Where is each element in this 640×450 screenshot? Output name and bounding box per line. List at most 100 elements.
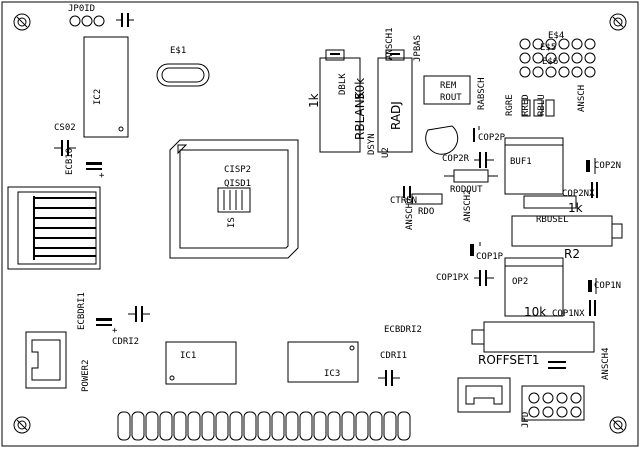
- ansch4-label: ANSCH4: [601, 347, 611, 380]
- mounting-hole-bottom-left: [13, 416, 31, 434]
- capacitor-cdri2: [128, 306, 150, 322]
- es6-label: E$6: [542, 57, 558, 67]
- capacitor-cop2r: [474, 152, 494, 168]
- cop1nx-label: COP1NX: [552, 309, 585, 319]
- capacitor-cop1nx: [589, 300, 596, 316]
- rgre-label: RGRE: [505, 94, 515, 116]
- cop2r-label: COP2R: [442, 154, 470, 164]
- ecbdri2-label: ECBDRI2: [384, 325, 422, 335]
- svg-text:+: +: [112, 326, 118, 336]
- rout-label: ROUT: [440, 93, 462, 103]
- dsyn-label: DSYN: [367, 133, 377, 155]
- roffset1-label: ROFFSET1: [478, 353, 540, 367]
- cdri1-label: CDRI1: [380, 351, 407, 361]
- cop2p-label: COP2P: [478, 133, 506, 143]
- capacitor-cop2nx: [591, 182, 598, 198]
- jpbas-label: JPBAS: [413, 35, 423, 62]
- left-connector: [7, 186, 101, 270]
- rdo-label: RDO: [418, 207, 434, 217]
- rem-label: REM: [440, 81, 457, 91]
- cop1n-label: COP1N: [594, 281, 621, 291]
- mounting-hole-top-right: [609, 13, 627, 31]
- ic2-chip: IC2: [83, 36, 129, 138]
- rbusel-label: RBUSEL: [536, 215, 569, 225]
- ic1-label: IC1: [180, 351, 196, 361]
- k10-label: 10k: [524, 305, 546, 319]
- cdri2-label: CDRI2: [112, 337, 139, 347]
- ctren-label: CTREN: [390, 196, 417, 206]
- svg-text:+: +: [99, 171, 105, 181]
- es4-label: E$4: [548, 31, 564, 41]
- jpd-label: JPD: [521, 412, 531, 428]
- resistor-rodout: RODOUT: [444, 169, 498, 195]
- resistors-rgb: [521, 99, 555, 117]
- cisp2-label: CISP2: [224, 165, 251, 175]
- power2-label: POWER2: [81, 359, 91, 392]
- cs02-label: CS02: [54, 123, 76, 133]
- capacitor-cop1n: [588, 278, 597, 294]
- k1b-label: 1k: [568, 201, 583, 215]
- resistor-r2: R2: [511, 215, 623, 261]
- transistor-round: [425, 125, 459, 155]
- bottom-pin-header: [117, 411, 411, 441]
- rblank-label: RBLANK: [353, 90, 367, 140]
- dblk-label: DBLK: [338, 73, 348, 95]
- mounting-hole-bottom-right: [609, 416, 627, 434]
- capacitor-cop2p: [473, 126, 480, 142]
- rred-label: RRED: [521, 94, 531, 116]
- svg-text:ANSCH2: ANSCH2: [463, 189, 473, 222]
- r2-label: R2: [564, 247, 580, 261]
- ansch-label: ANSCH: [577, 85, 587, 112]
- capacitor-top: [116, 13, 134, 27]
- capacitor-cs02: [54, 140, 76, 156]
- qisd1-label: QISD1: [224, 179, 251, 189]
- rabsch-label: RABSCH: [477, 77, 487, 110]
- cop1p-label: COP1P: [476, 252, 504, 262]
- power2-connector: POWER2: [25, 331, 91, 392]
- ecbdri1-label: ECBDRI1: [77, 292, 87, 330]
- ansch1-label: ANSCH1: [385, 27, 395, 60]
- cisp2-socket: CISP2 QISD1 IS: [169, 139, 299, 259]
- crystal-es1: E$1: [156, 46, 210, 87]
- capacitor-cop2n: [586, 158, 596, 174]
- ic3-label: IC3: [324, 369, 340, 379]
- op2-chip: OP2: [504, 257, 564, 317]
- cop2n-label: COP2N: [594, 161, 621, 171]
- jumper-jp0id: JP0ID: [68, 4, 105, 27]
- header-es4-es6: E$4 E$5 E$6: [519, 31, 596, 78]
- ecb10-label: ECB10: [65, 148, 75, 175]
- ic1-chip: IC1: [165, 341, 237, 385]
- k50-label: 50k: [353, 78, 367, 100]
- op2-label: OP2: [512, 277, 528, 287]
- resistor-roffset1: ROFFSET1: [471, 321, 595, 367]
- capacitor-cdri1: [378, 370, 400, 386]
- rodout-label: RODOUT: [450, 185, 483, 195]
- capacitor-ecbdri1: +: [96, 318, 118, 336]
- jumper-block-jpd: JPD: [521, 385, 585, 428]
- radj-label: RADJ: [389, 101, 403, 130]
- resistor-rbusel: 1k RBUSEL: [523, 195, 583, 225]
- resistor-array-rem-rout: REM ROUT RABSCH: [423, 75, 487, 110]
- mounting-hole-top-left: [13, 13, 31, 31]
- resistor-rdo: RDO: [411, 193, 443, 217]
- es1-label: E$1: [170, 46, 186, 56]
- capacitor-small-roffset: [548, 361, 566, 369]
- cop2nx-label: COP2NX: [562, 189, 595, 199]
- potentiometer-1k: 1k DBLK RBLANK 50k DSYN: [307, 49, 377, 155]
- k1-label: 1k: [307, 93, 321, 108]
- capacitor-cop1px: [474, 270, 494, 286]
- buf1-label: BUF1: [510, 157, 532, 167]
- ic3-chip: IC3: [287, 341, 359, 383]
- buf1-chip: BUF1: [504, 137, 564, 195]
- connector-bottom-right: [457, 377, 511, 413]
- isp-label: IS: [227, 217, 237, 228]
- capacitor-ecb10: +: [86, 162, 105, 181]
- ic2-label: IC2: [93, 89, 103, 105]
- capacitor-ctren: [403, 186, 411, 198]
- potentiometer-radj: U2 RADJ: [377, 49, 413, 158]
- capacitor-cop1p: [470, 242, 481, 256]
- u2-label: U2: [381, 147, 391, 158]
- cop1px-label: COP1PX: [436, 273, 469, 283]
